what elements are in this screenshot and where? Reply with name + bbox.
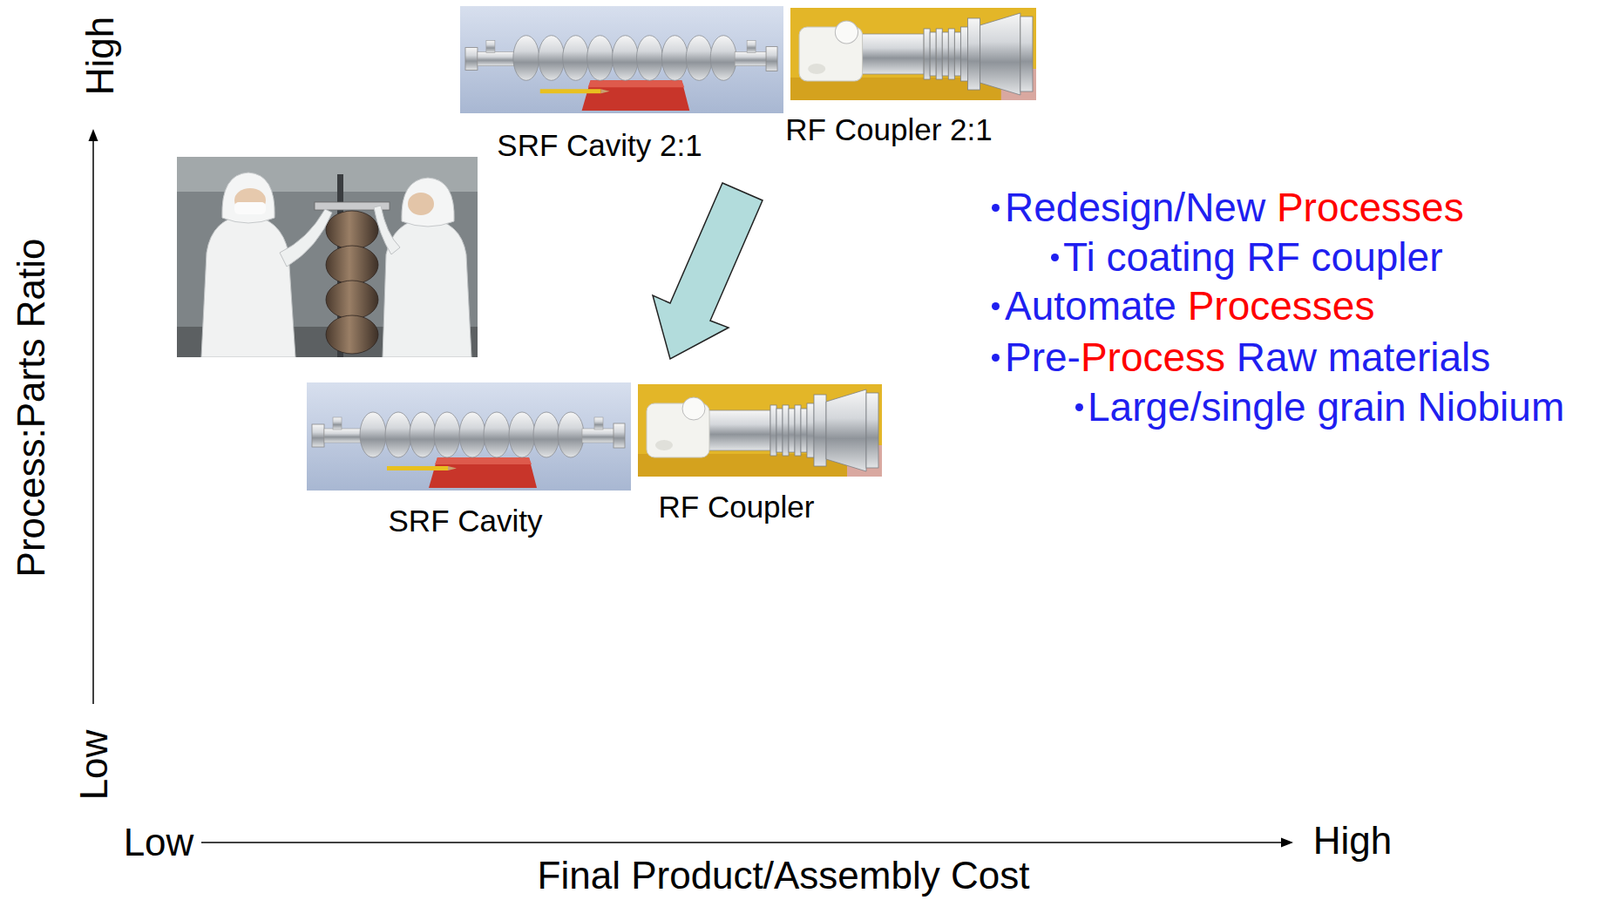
axis-title: Process:Parts Ratio — [9, 238, 55, 578]
axis-end-label: Low — [123, 820, 195, 866]
bullet-dot — [991, 353, 1000, 362]
x-axis — [201, 838, 1294, 848]
highlight-word: Processes — [1276, 184, 1465, 231]
part-caption: RF Coupler 2:1 — [785, 112, 992, 148]
axis-end-label: High — [1313, 819, 1393, 864]
highlight-word: Processes — [1187, 283, 1376, 329]
block-arrow — [652, 183, 763, 360]
highlight-word: Process — [1080, 334, 1226, 380]
bullet-dot — [1050, 253, 1059, 262]
y-axis — [88, 128, 99, 705]
bullet-text: Large/single grain Niobium — [1087, 384, 1565, 431]
part-caption: SRF Cavity 2:1 — [496, 128, 702, 163]
bullet-text: Pre-Process Raw materials — [1004, 334, 1491, 381]
cleanroom-photo — [176, 156, 478, 358]
bullet-dot — [991, 302, 1000, 311]
bullet-text: Ti coating RF coupler — [1063, 234, 1443, 281]
axis-end-label: Low — [72, 730, 117, 801]
part-caption: SRF Cavity — [388, 503, 543, 539]
part-caption: RF Coupler — [658, 489, 815, 525]
axis-end-label: High — [78, 16, 123, 96]
coupler-photo — [637, 384, 882, 477]
bullet-text: Redesign/New Processes — [1004, 184, 1465, 231]
axis-title: Final Product/Assembly Cost — [537, 854, 1031, 899]
bullet-dot — [991, 203, 1000, 212]
coupler-photo — [790, 7, 1037, 101]
bullet-dot — [1075, 403, 1084, 412]
cavity-photo — [460, 6, 784, 114]
bullet-text: Automate Processes — [1004, 283, 1375, 330]
cavity-photo — [306, 382, 631, 491]
